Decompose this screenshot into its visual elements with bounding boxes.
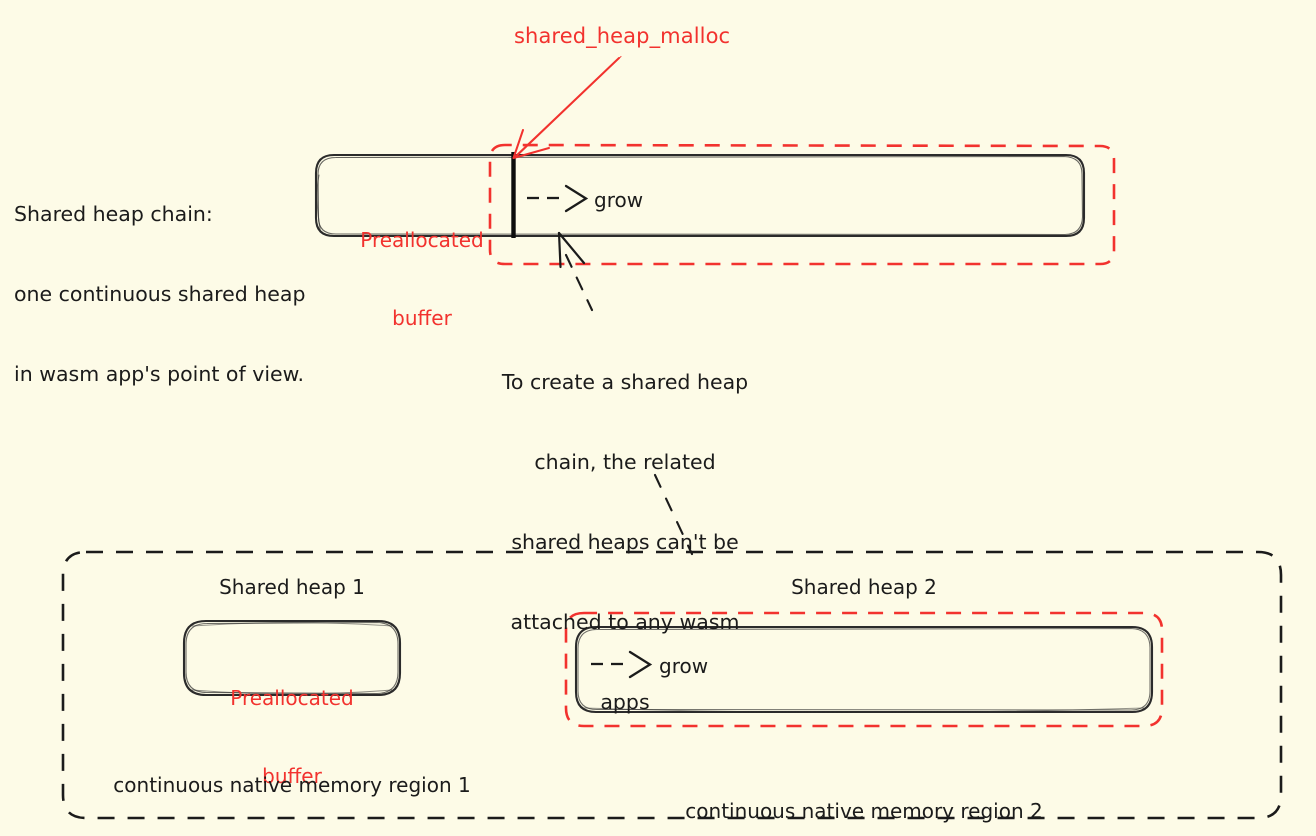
note-line-3: shared heaps can't be (511, 530, 739, 555)
description-line-1: Shared heap chain: (14, 202, 213, 227)
heap2-caption-line-1: continuous native memory region 2 (685, 799, 1043, 823)
annotation-leader-upper (557, 231, 594, 312)
top-grow-arrow-icon (527, 184, 589, 213)
note-line-5: apps (600, 689, 650, 714)
top-red-dashed-region (488, 143, 1116, 266)
heap2-caption: continuous native memory region 2 (WAMR … (654, 744, 1074, 836)
heap1-prealloc-line-1: Preallocated (230, 686, 354, 710)
note-line-2: chain, the related (534, 450, 716, 475)
note-line-4: attached to any wasm (510, 610, 740, 635)
shared-heap-chain-note: To create a shared heap chain, the relat… (465, 316, 785, 769)
description-line-3: in wasm app's point of view. (14, 362, 305, 387)
shared-heap-malloc-label: shared_heap_malloc (514, 24, 731, 48)
heap1-caption-line-1: continuous native memory region 1 (113, 773, 471, 797)
shared-heap-malloc-arrow (512, 55, 622, 159)
top-prealloc-line-2: buffer (392, 306, 452, 330)
heap2-grow-label: grow (659, 654, 709, 678)
top-prealloc-line-1: Preallocated (360, 228, 484, 252)
shared-heap-chain-description: Shared heap chain: one continuous shared… (14, 148, 305, 441)
top-preallocated-buffer-label: Preallocated buffer (334, 175, 510, 383)
top-grow-label: grow (594, 188, 644, 212)
heap2-title: Shared heap 2 (791, 575, 937, 599)
heap1-preallocated-buffer-label: Preallocated buffer (204, 633, 380, 836)
heap1-caption: continuous native memory region 1 (from … (82, 718, 502, 836)
heap1-title: Shared heap 1 (219, 575, 365, 599)
heap1-prealloc-line-2: buffer (262, 764, 322, 788)
description-line-2: one continuous shared heap (14, 282, 306, 307)
note-line-1: To create a shared heap (501, 370, 749, 395)
